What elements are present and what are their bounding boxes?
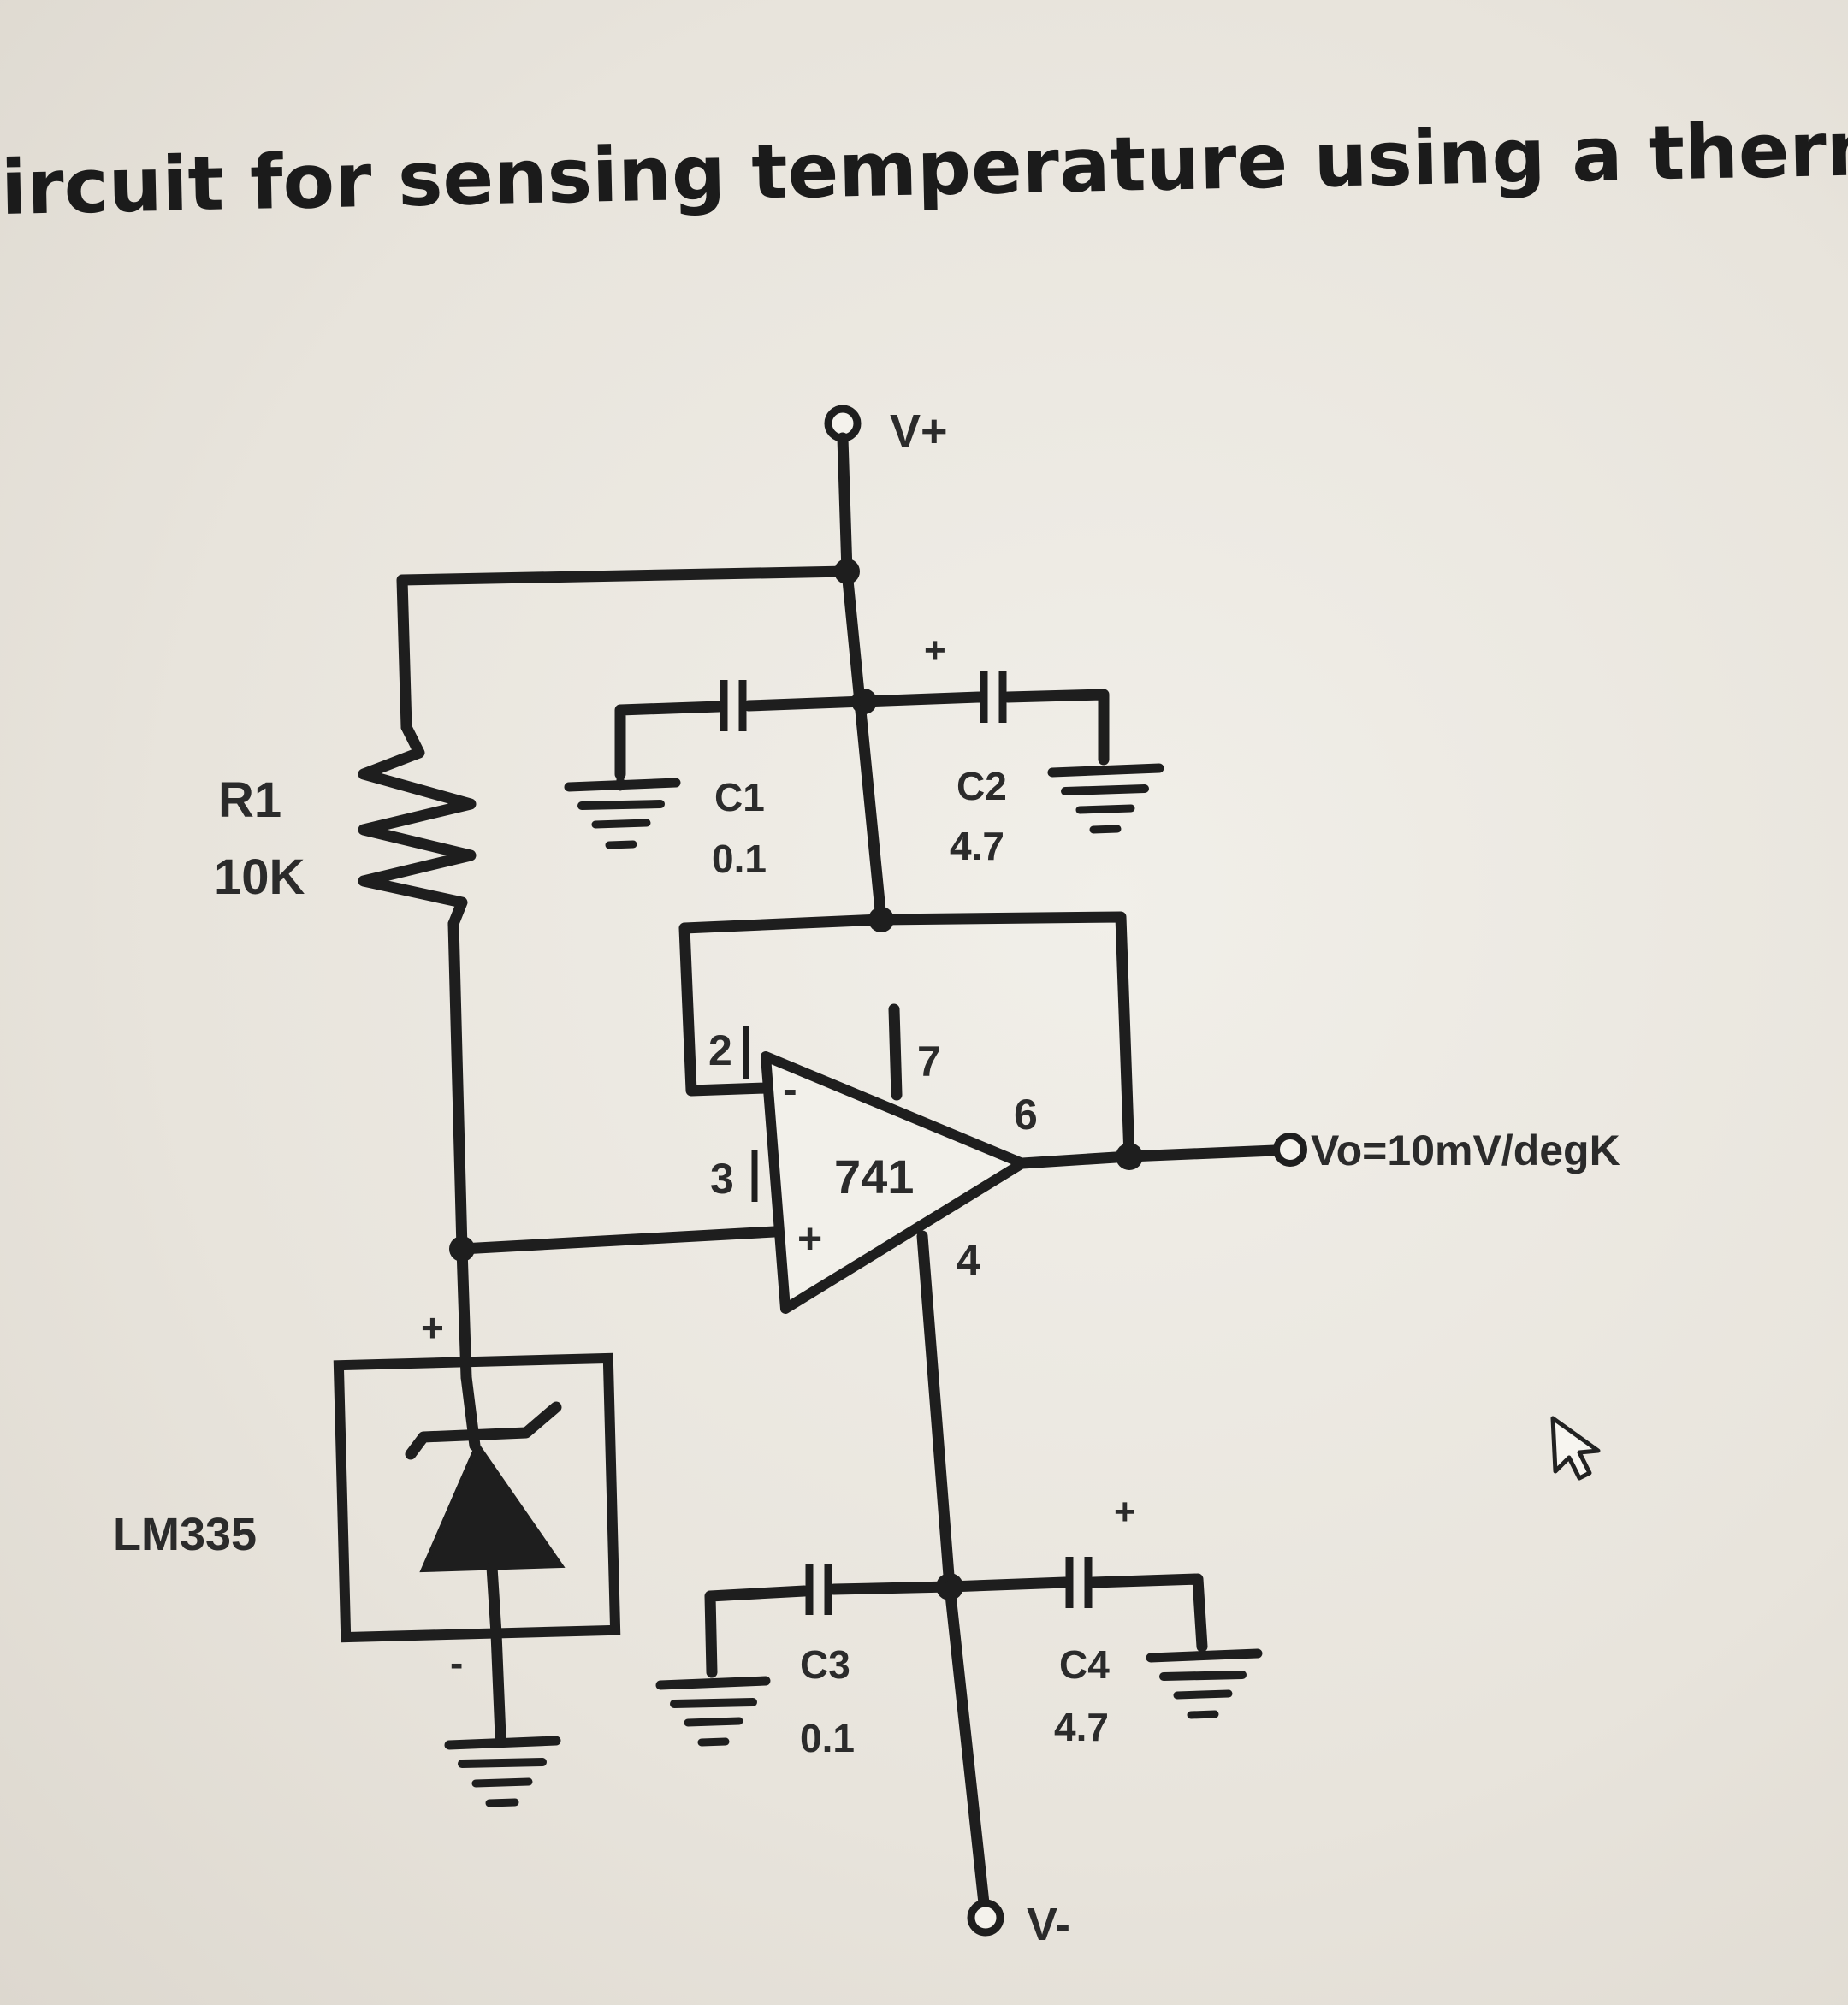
c4-polarity-plus: + [1114,1491,1136,1533]
c4-wire-right [1087,1573,1208,1653]
feedback-loop [678,914,887,1097]
c2-wire-right [1002,689,1110,766]
sensor-internal-wire [460,1371,502,1640]
c2-ref-label: C2 [957,764,1007,808]
junction-output [1116,1143,1143,1170]
c2-wire-left [858,691,986,707]
r1-value-label: 10K [214,849,305,905]
c2-polarity-plus: + [924,630,946,671]
c3-wire-left [704,1585,810,1678]
c4-ref-label: C4 [1059,1642,1110,1687]
vminus-label: V- [1027,1899,1070,1950]
c3-ref-label: C3 [800,1642,850,1687]
c1-ground-icon [564,770,681,849]
pin4-to-vminus [916,1230,990,1909]
vminus-terminal [967,1899,1004,1937]
c4-ground-icon [1146,1648,1263,1719]
opamp-pin3-label: 3 [710,1155,734,1203]
c1-ref-label: C1 [714,775,765,819]
c1-wire-right [743,695,870,712]
c1-wire-left [614,701,725,780]
vout-terminal [1273,1133,1307,1167]
sensor-minus-sign: - [450,1641,463,1685]
opamp-pin4-label: 4 [957,1236,980,1284]
opamp-741-triangle [761,1051,1028,1314]
sensor-bottom-wire [490,1628,506,1742]
r1-ref-label: R1 [218,772,281,828]
opamp-pin2-label: 2 [708,1026,732,1074]
c4-wire-left [944,1576,1071,1593]
lm335-label: LM335 [113,1509,257,1560]
c2-ground-icon [1047,763,1164,834]
c3-wire-right [828,1581,956,1595]
zener-diode-icon [419,1440,566,1573]
c3-ground-icon [655,1676,771,1747]
zener-cathode-bar [405,1401,562,1460]
opamp-part-label: 741 [834,1150,914,1204]
mouse-pointer-icon [1550,1416,1601,1481]
pin3-input-wire [456,1226,780,1255]
opamp-pin7-label: 7 [917,1038,941,1085]
r1-resistor-zigzag [358,721,477,930]
c3-value-label: 0.1 [800,1716,855,1760]
output-wire [1016,1144,1281,1169]
sensor-top-wire [456,1243,472,1383]
opamp-pin6-label: 6 [1014,1091,1038,1139]
lm335-package [333,1352,621,1643]
sensor-plus-sign: + [421,1305,444,1350]
pin7-wire [888,1003,903,1101]
vout-label: Vo=10mV/degK [1311,1127,1620,1174]
vplus-label: V+ [890,405,948,457]
c2-value-label: 4.7 [950,824,1004,868]
junction-top [834,559,860,584]
r1-to-node [447,918,468,1255]
sensor-ground-icon [444,1736,561,1807]
opamp-plus-sign: + [797,1215,822,1263]
vplus-rail [837,432,853,577]
opamp-minus-sign: - [783,1065,797,1113]
c4-value-label: 4.7 [1054,1705,1109,1749]
vout-feedback-right [875,911,1135,1162]
c1-value-label: 0.1 [712,837,767,881]
vplus-to-pin7 [841,565,887,926]
top-wire-to-r1 [396,565,853,733]
